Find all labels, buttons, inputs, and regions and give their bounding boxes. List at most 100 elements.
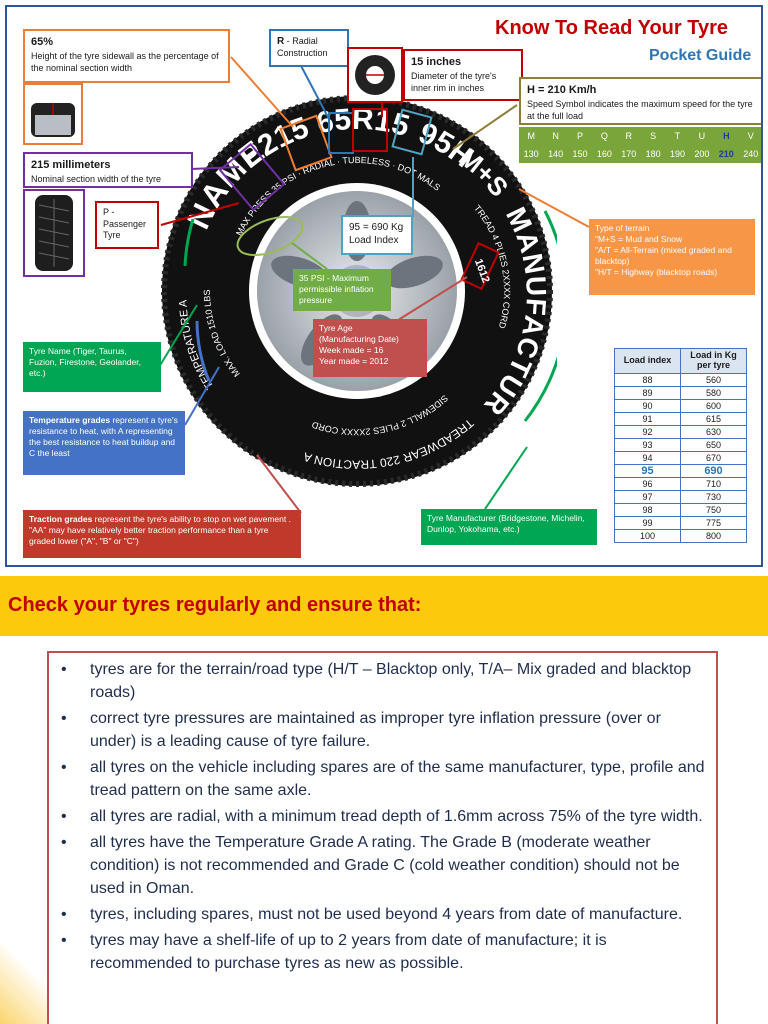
load-highlight-box <box>391 108 433 156</box>
load-kg-cell: 800 <box>680 528 747 543</box>
terrain-ht-line: "H/T = Highway (blacktop roads) <box>595 267 718 278</box>
checklist-item-text: all tyres have the Temperature Grade A r… <box>90 834 680 897</box>
load-index-cell: 99 <box>614 515 681 530</box>
manufacturer-callout: Tyre Manufacturer (Bridgestone, Michelin… <box>421 509 597 545</box>
load-kg-header: Load in Kg per tyre <box>680 348 747 374</box>
load-index-cell: 93 <box>614 437 681 452</box>
speed-letter-cell: P <box>567 127 593 145</box>
load-index-cell: 94 <box>614 450 681 465</box>
tread-photo <box>23 189 85 277</box>
checklist-item: • tyres may have a shelf-life of up to 2 … <box>57 929 708 975</box>
checklist-item-text: tyres are for the terrain/road type (H/T… <box>90 661 692 701</box>
tyre-age-subtitle: (Manufacturing Date) <box>319 334 399 345</box>
load-kg-cell: 775 <box>680 515 747 530</box>
aspect-highlight-box <box>279 114 333 172</box>
speed-value-cell: 130 <box>519 145 544 163</box>
load-kg-cell: 750 <box>680 502 747 517</box>
section-width-callout: 215 millimeters Nominal section width of… <box>23 152 193 188</box>
tyre-age-title: Tyre Age <box>319 323 353 333</box>
speed-value-cell: 170 <box>616 145 641 163</box>
bullet-icon: • <box>61 932 67 949</box>
manufacturer-callout-text: Tyre Manufacturer (Bridgestone, Michelin… <box>427 513 585 535</box>
date-code-box <box>460 241 500 291</box>
speed-letter-cell: Q <box>592 127 617 145</box>
checklist-item: •all tyres have the Temperature Grade A … <box>57 831 708 900</box>
tyre-age-week: Week made = 16 <box>319 345 384 356</box>
traction-grade-text: represent the tyre's ability to stop on … <box>29 514 291 547</box>
load-kg-cell: 690 <box>680 463 747 478</box>
bullet-icon: • <box>61 661 67 678</box>
width-highlight-box <box>218 142 286 212</box>
banner-heading: Check your tyres regularly and ensure th… <box>8 594 422 616</box>
bullet-icon: • <box>61 808 67 825</box>
checklist-item: •correct tyre pressures are maintained a… <box>57 707 708 753</box>
speed-symbol-text: Speed Symbol indicates the maximum speed… <box>527 99 753 121</box>
checklist-item: • tyres are for the terrain/road type (H/… <box>57 658 708 704</box>
rim-highlight-box <box>352 108 388 152</box>
terrain-at-line: "A/T = All-Terrain (mixed graded and bla… <box>595 245 732 267</box>
load-index-cell: 96 <box>614 476 681 491</box>
manufacturer-arc <box>523 210 557 422</box>
speed-letter-cell: U <box>689 127 715 145</box>
load-index-label: Load Index <box>349 235 399 246</box>
speed-letter-cell: R <box>616 127 641 145</box>
terrain-type-callout: Type of terrain "M+S = Mud and Snow "A/T… <box>589 219 755 295</box>
checklist-item-text: tyres may have a shelf-life of up to 2 y… <box>90 932 607 972</box>
checklist-box: • tyres are for the terrain/road type (H/… <box>47 651 718 1024</box>
speed-letter-cell: V <box>738 127 761 145</box>
tyre-name-callout: Tyre Name (Tiger, Taurus, Fuzion, Firest… <box>23 342 161 392</box>
speed-value-cell: 190 <box>665 145 690 163</box>
speed-value-cell: 180 <box>640 145 666 163</box>
load-kg-cell: 650 <box>680 437 747 452</box>
section-width-text: Nominal section width of the tyre <box>31 174 162 185</box>
checklist-banner: Check your tyres regularly and ensure th… <box>0 576 768 636</box>
temperature-arc <box>195 320 211 382</box>
passenger-heading: P - <box>103 207 115 217</box>
load-index-header: Load index <box>614 348 681 374</box>
page-title: Know To Read Your Tyre <box>495 17 728 39</box>
name-arc <box>183 218 195 267</box>
section-width-heading: 215 millimeters <box>31 159 111 171</box>
tyre-diagram-panel: Know To Read Your Tyre Pocket Guide <box>5 5 763 567</box>
rim-diameter-photo <box>347 47 403 103</box>
callout-connectors <box>158 56 590 514</box>
load-index-value: 95 = 690 Kg <box>349 222 404 233</box>
checklist: • tyres are for the terrain/road type (H/… <box>49 653 716 975</box>
load-kg-cell: 730 <box>680 489 747 504</box>
aspect-ratio-callout: 65% Height of the tyre sidewall as the p… <box>23 29 230 83</box>
pressure-highlight <box>236 215 304 257</box>
speed-value-cell: 150 <box>567 145 593 163</box>
checklist-item-text: all tyres on the vehicle including spare… <box>90 759 705 799</box>
passenger-text: Passenger Tyre <box>103 218 147 241</box>
tyre-age-year: Year made = 2012 <box>319 356 389 367</box>
temperature-grade-callout: Temperature grades represent a tyre's re… <box>23 411 185 475</box>
checklist-item: •all tyres on the vehicle including spar… <box>57 756 708 802</box>
bullet-icon: • <box>61 906 67 923</box>
load-kg-cell: 630 <box>680 424 747 439</box>
speed-value-cell: 160 <box>592 145 617 163</box>
terrain-title: Type of terrain <box>595 223 650 233</box>
load-index-cell: 90 <box>614 398 681 413</box>
traction-grade-callout: Traction grades represent the tyre's abi… <box>23 510 301 558</box>
checklist-item-text: correct tyre pressures are maintained as… <box>90 710 661 750</box>
speed-letter-cell: T <box>665 127 690 145</box>
aspect-ratio-text: Height of the tyre sidewall as the perce… <box>31 51 219 73</box>
speed-letter-cell: N <box>543 127 568 145</box>
rim-diameter-callout: 15 inches Diameter of the tyre's inner r… <box>403 49 523 101</box>
load-index-cell: 91 <box>614 411 681 426</box>
rim-diameter-text: Diameter of the tyre's inner rim in inch… <box>411 71 497 93</box>
temperature-grade-heading: Temperature grades <box>29 415 111 425</box>
temperature-grade-text: represent a tyre's resistance to heat, w… <box>29 415 178 459</box>
max-pressure-text: 35 PSI - Maximum permissible inflation p… <box>299 273 374 306</box>
